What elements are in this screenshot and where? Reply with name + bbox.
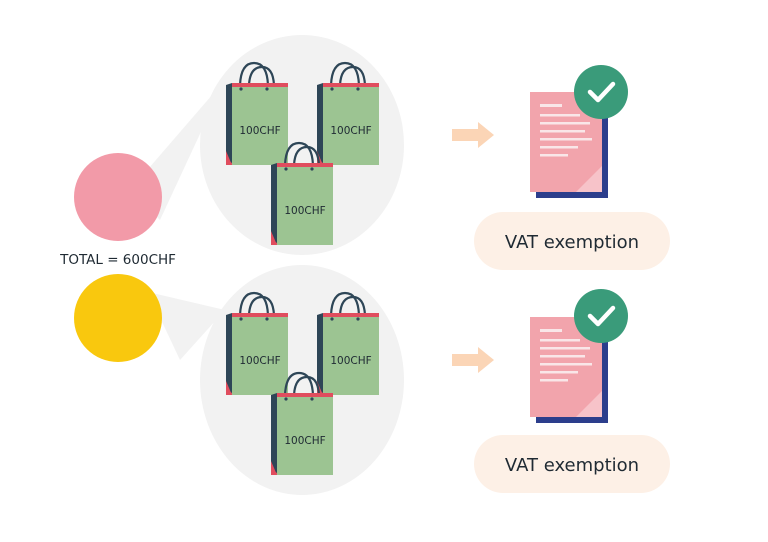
vat-exemption-pill: VAT exemption <box>474 212 670 270</box>
bag-label: 100CHF <box>239 355 280 367</box>
arrow-right-icon <box>452 122 494 148</box>
avatar-pink <box>74 153 162 241</box>
total-label: TOTAL = 600CHF <box>59 252 176 268</box>
bag-label: 100CHF <box>239 125 280 137</box>
bag-label: 100CHF <box>330 355 371 367</box>
avatar-yellow <box>74 274 162 362</box>
shopping-bag-icon: 100CHF <box>315 61 381 167</box>
shopping-bag-icon: 100CHF <box>224 291 290 397</box>
vat-exemption-label: VAT exemption <box>505 455 639 476</box>
checkmark-icon <box>574 289 628 343</box>
checkmark-icon <box>574 65 628 119</box>
shopping-bag-icon: 100CHF <box>269 141 335 247</box>
vat-exemption-pill: VAT exemption <box>474 435 670 493</box>
bag-label: 100CHF <box>330 125 371 137</box>
shopping-bag-icon: 100CHF <box>224 61 290 167</box>
shopping-bag-icon: 100CHF <box>315 291 381 397</box>
arrow-right-icon <box>452 347 494 373</box>
vat-exemption-label: VAT exemption <box>505 232 639 253</box>
bag-label: 100CHF <box>284 205 325 217</box>
shopping-bag-icon: 100CHF <box>269 371 335 477</box>
bag-label: 100CHF <box>284 435 325 447</box>
